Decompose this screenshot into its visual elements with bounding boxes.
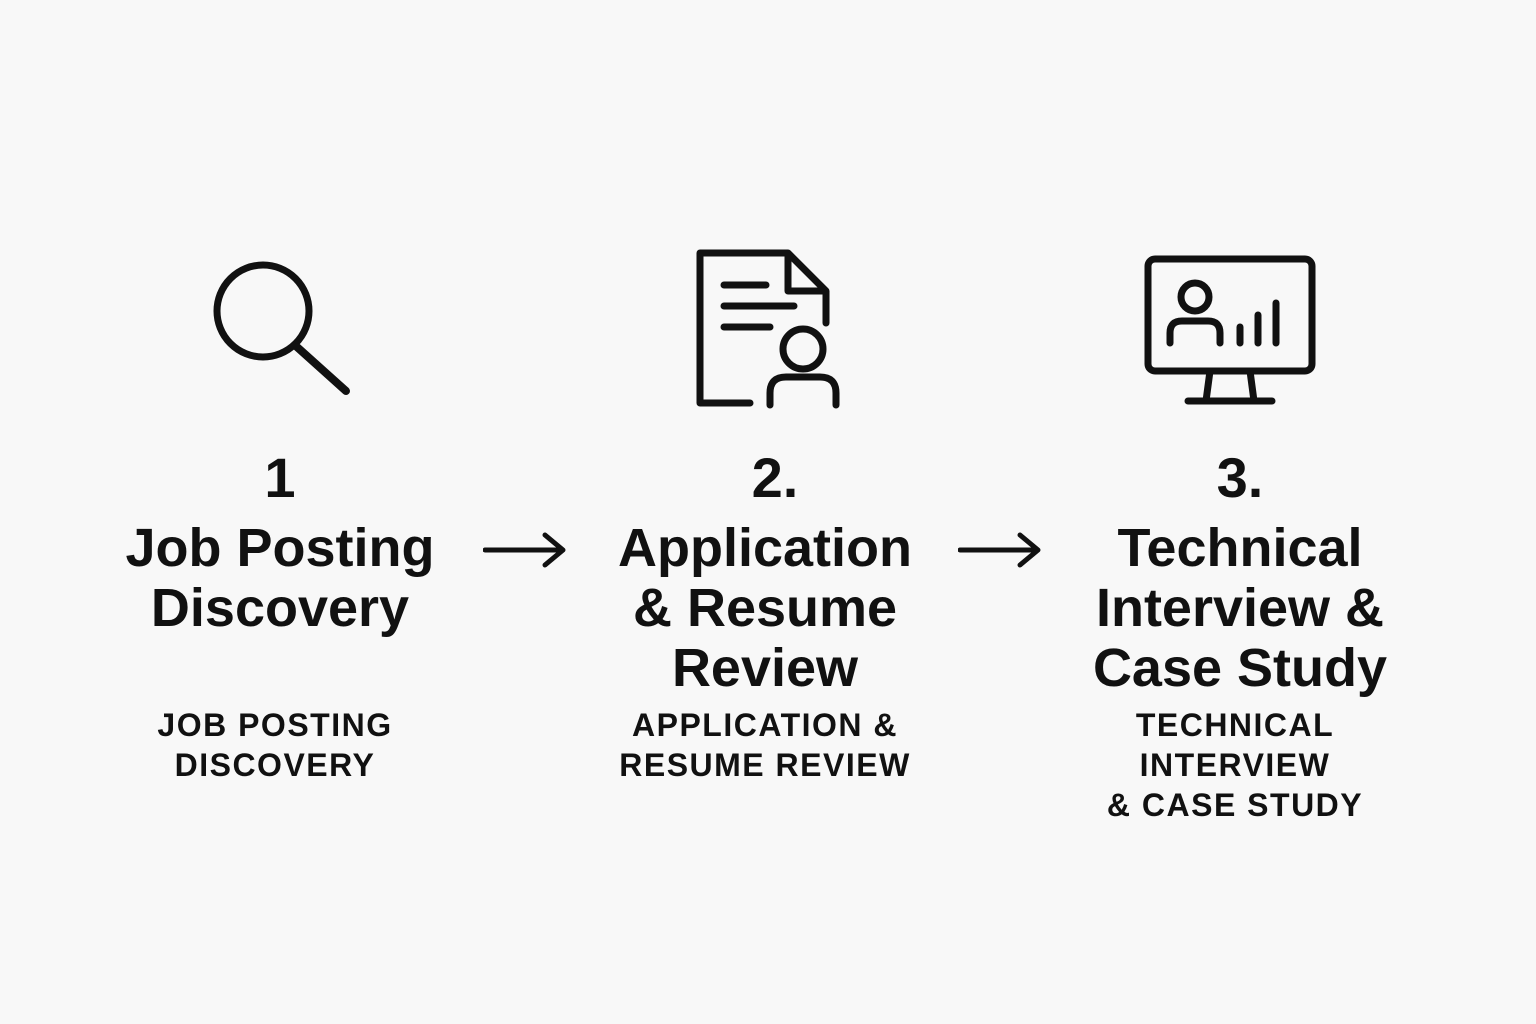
monitor-with-person-chart-icon xyxy=(1140,253,1320,408)
step-title: Technical Interview & Case Study xyxy=(1070,518,1410,698)
right-arrow-icon xyxy=(482,530,568,575)
step-title-line: Application xyxy=(618,518,912,578)
step-caption: TECHNICAL INTERVIEW & CASE STUDY xyxy=(1085,705,1385,825)
step-title-line: Review xyxy=(671,638,859,698)
step-number: 2. xyxy=(751,446,799,509)
step-caption: APPLICATION & RESUME REVIEW xyxy=(595,705,935,785)
step-caption-line: RESUME REVIEW xyxy=(619,747,911,783)
step-caption-line: DISCOVERY xyxy=(174,747,376,783)
step-title-line: Discovery xyxy=(150,578,410,638)
document-with-person-icon xyxy=(690,245,840,410)
step-caption-line: INTERVIEW xyxy=(1139,747,1331,783)
step-title-line: & Resume xyxy=(632,578,898,638)
step-caption-line: JOB POSTING xyxy=(157,707,393,743)
step-title-line: Case Study xyxy=(1092,638,1388,698)
step-title-line: Job Posting xyxy=(125,518,435,578)
step-title-line: Technical xyxy=(1117,518,1363,578)
magnifying-glass-icon xyxy=(205,255,355,405)
step-title: Application & Resume Review xyxy=(590,518,940,698)
step-number: 1 xyxy=(264,446,296,509)
step-caption: JOB POSTING DISCOVERY xyxy=(120,705,430,785)
step-title-line: Interview & xyxy=(1095,578,1385,638)
step-caption-line: APPLICATION & xyxy=(631,707,898,743)
step-caption-line: & CASE STUDY xyxy=(1106,787,1364,823)
step-caption-line: TECHNICAL xyxy=(1135,707,1335,743)
step-title: Job Posting Discovery xyxy=(110,518,450,638)
right-arrow-icon xyxy=(957,530,1043,575)
step-number: 3. xyxy=(1216,446,1264,509)
